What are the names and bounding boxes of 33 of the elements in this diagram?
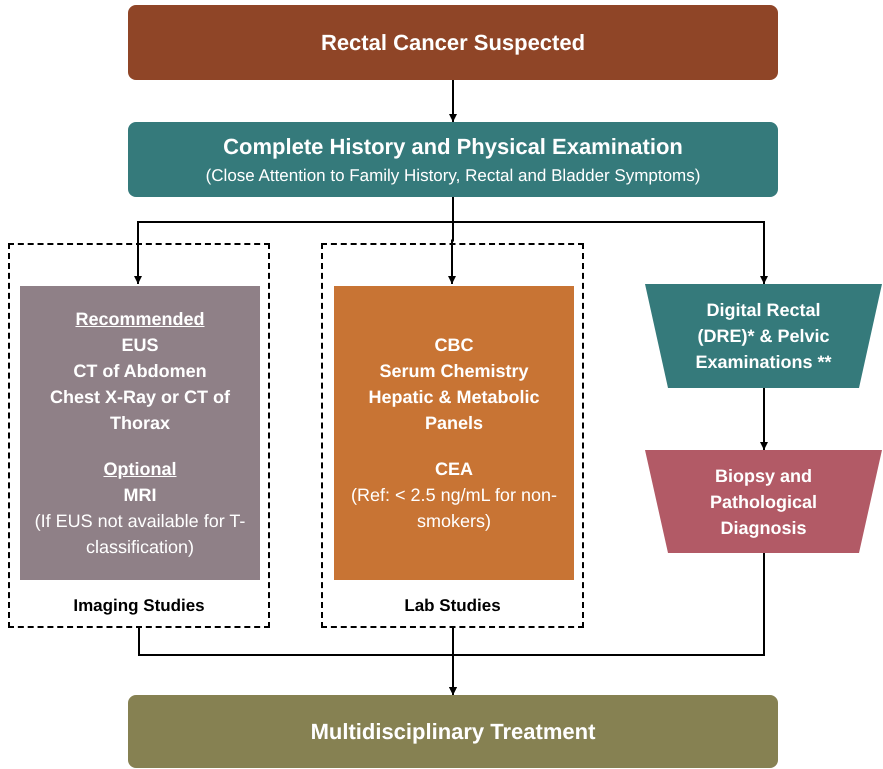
imaging-box — [20, 286, 260, 580]
list-item: CT of Abdomen — [73, 360, 207, 383]
list-item: MRI — [124, 484, 156, 507]
list-item: CEA — [434, 458, 473, 481]
lab-box — [334, 286, 574, 580]
note-text: (Ref: < 2.5 ng/mL for non-smokers) — [350, 484, 558, 533]
group-label: Imaging Studies — [73, 594, 205, 617]
box-title: Digital Rectal (DRE)* & Pelvic Examinations ** — [694, 299, 833, 374]
group-frame — [321, 243, 584, 628]
list-item: CBC — [434, 334, 474, 357]
start-box — [128, 5, 778, 80]
box-title: Rectal Cancer Suspected — [320, 29, 586, 57]
arrow — [760, 388, 768, 450]
section-heading: Recommended — [75, 308, 205, 331]
group-label: Lab Studies — [404, 594, 501, 616]
box-subtitle: (Close Attention to Family History, Rectal and Bladder Symptoms) — [206, 165, 700, 188]
list-item: Chest X-Ray or CT of Thorax — [48, 386, 232, 435]
arrow — [449, 80, 457, 122]
list-item: EUS — [121, 334, 158, 357]
arrow — [452, 197, 768, 284]
group-frame — [8, 243, 270, 628]
end-box — [128, 695, 778, 768]
note-text: (If EUS not available for T-classification) — [34, 510, 246, 559]
list-item: Hepatic & Metabolic Panels — [367, 386, 541, 435]
arrow — [449, 553, 765, 695]
box-title: Biopsy and Pathological Diagnosis — [708, 464, 818, 540]
box-title: Complete History and Physical Examination — [223, 133, 683, 162]
section-heading: Optional — [104, 458, 176, 481]
exam-trapezoid — [645, 284, 882, 388]
diagnosis-trapezoid — [645, 450, 882, 553]
process-box — [128, 122, 778, 197]
box-title: Multidisciplinary Treatment — [310, 718, 596, 746]
list-item: Serum Chemistry — [379, 360, 529, 383]
